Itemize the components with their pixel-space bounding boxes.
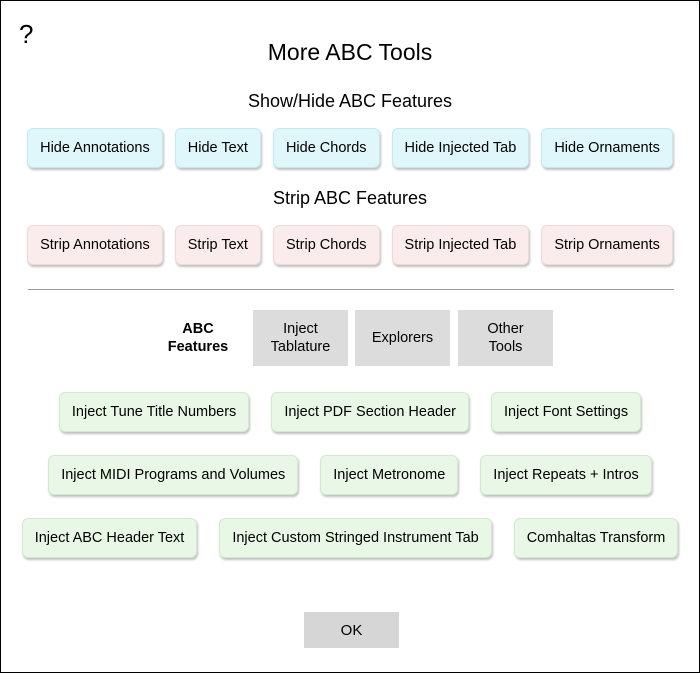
- tab-other-tools[interactable]: Other Tools: [458, 310, 553, 366]
- tab-other-tools-line2: Tools: [488, 339, 523, 355]
- strip-heading: Strip ABC Features: [272, 188, 428, 208]
- hide-injected-tab-button[interactable]: Hide Injected Tab: [391, 128, 530, 168]
- inject-midi-programs-button[interactable]: Inject MIDI Programs and Volumes: [48, 455, 299, 495]
- ok-button[interactable]: OK: [304, 612, 399, 648]
- strip-annotations-button[interactable]: Strip Annotations: [27, 225, 163, 265]
- strip-button-row: Strip Annotations Strip Text Strip Chord…: [1, 225, 699, 265]
- help-button[interactable]: ?: [19, 19, 34, 49]
- strip-ornaments-button[interactable]: Strip Ornaments: [541, 225, 673, 265]
- hide-text-button[interactable]: Hide Text: [174, 128, 261, 168]
- hide-annotations-button[interactable]: Hide Annotations: [27, 128, 163, 168]
- comhaltas-transform-button[interactable]: Comhaltas Transform: [513, 518, 679, 558]
- inject-tune-title-numbers-button[interactable]: Inject Tune Title Numbers: [58, 392, 250, 432]
- show-hide-heading: Show/Hide ABC Features: [247, 91, 453, 111]
- inject-button-row-3: Inject ABC Header Text Inject Custom Str…: [1, 518, 699, 558]
- tab-abc-features-line2: Features: [167, 339, 229, 355]
- strip-chords-button[interactable]: Strip Chords: [272, 225, 380, 265]
- tab-bar: ABC Features Inject Tablature Explorers …: [1, 310, 699, 366]
- tab-inject-tablature-line1: Inject: [283, 321, 318, 337]
- inject-metronome-button[interactable]: Inject Metronome: [320, 455, 459, 495]
- tab-inject-tablature-line2: Tablature: [270, 339, 331, 355]
- tab-explorers[interactable]: Explorers: [355, 310, 450, 366]
- tab-explorers-label: Explorers: [371, 330, 434, 346]
- inject-button-row-2: Inject MIDI Programs and Volumes Inject …: [1, 455, 699, 495]
- tab-other-tools-line1: Other: [487, 321, 524, 337]
- hide-chords-button[interactable]: Hide Chords: [272, 128, 380, 168]
- strip-injected-tab-button[interactable]: Strip Injected Tab: [391, 225, 530, 265]
- tab-abc-features-line1: ABC: [182, 321, 214, 337]
- dialog-title: More ABC Tools: [267, 39, 433, 65]
- inject-font-settings-button[interactable]: Inject Font Settings: [490, 392, 642, 432]
- tab-abc-features[interactable]: ABC Features: [158, 320, 238, 356]
- inject-custom-stringed-instrument-tab-button[interactable]: Inject Custom Stringed Instrument Tab: [219, 518, 492, 558]
- inject-pdf-section-header-button[interactable]: Inject PDF Section Header: [271, 392, 469, 432]
- inject-abc-header-text-button[interactable]: Inject ABC Header Text: [21, 518, 198, 558]
- strip-text-button[interactable]: Strip Text: [174, 225, 261, 265]
- inject-button-row-1: Inject Tune Title Numbers Inject PDF Sec…: [1, 392, 699, 432]
- inject-repeats-intros-button[interactable]: Inject Repeats + Intros: [480, 455, 652, 495]
- tab-inject-tablature[interactable]: Inject Tablature: [253, 310, 348, 366]
- hide-ornaments-button[interactable]: Hide Ornaments: [541, 128, 673, 168]
- show-hide-button-row: Hide Annotations Hide Text Hide Chords H…: [1, 128, 699, 168]
- section-divider: [28, 289, 674, 290]
